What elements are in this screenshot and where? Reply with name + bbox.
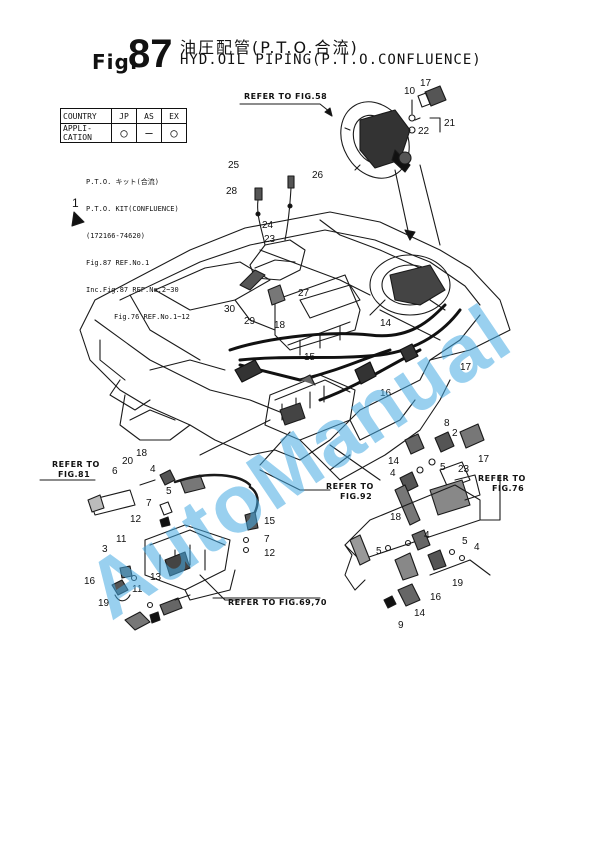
- upper-frame-body: [79, 211, 511, 481]
- application-value-ex: ○: [161, 123, 187, 143]
- figure-number: 87: [128, 32, 173, 76]
- callout: 7: [146, 498, 152, 509]
- callout: 28: [226, 186, 238, 197]
- callout: 22: [418, 126, 430, 137]
- country-col-s: S: [149, 111, 154, 121]
- fitting-17-top: [408, 85, 447, 134]
- title-japanese: 油圧配管(P.T.O.合流): [180, 38, 359, 57]
- callout: 4: [424, 530, 430, 541]
- hose-fitting-mid: [354, 361, 377, 385]
- pto-gearbox: [340, 101, 412, 179]
- callout: 16: [380, 388, 392, 399]
- figure-prefix: Fig.: [92, 50, 139, 74]
- title-english: HYD.OIL PIPING(P.T.O.CONFLUENCE): [180, 52, 482, 68]
- country-col-a: A: [144, 111, 149, 121]
- callout: 4: [390, 468, 396, 479]
- swivel-joint: [369, 254, 451, 341]
- callout: 5: [166, 486, 172, 497]
- callout: 17: [420, 78, 432, 89]
- callout: 16: [84, 576, 96, 587]
- callout: 5: [440, 462, 446, 473]
- callout: 23: [458, 464, 470, 475]
- kit-arrow-icon: [71, 211, 85, 227]
- valve-leader-lines: [199, 419, 381, 481]
- callout: 23: [264, 234, 276, 245]
- callout: 30: [224, 304, 236, 315]
- callout: 16: [430, 592, 442, 603]
- country-col-j: J: [119, 111, 124, 121]
- refer-fig92-label-top: REFER TO: [326, 482, 374, 491]
- application-table: COUNTRY JP AS EX APPLI-CATION ○ — ○: [60, 108, 187, 143]
- refer-fig81-label-top: REFER TO: [52, 460, 100, 469]
- control-valve-exploded: [144, 524, 241, 601]
- callout: 19: [452, 578, 464, 589]
- callout: 15: [264, 516, 276, 527]
- refer-fig58-label: REFER TO FIG.58: [244, 92, 328, 101]
- callout: 18: [390, 512, 402, 523]
- callout: 26: [312, 170, 324, 181]
- callout: 4: [150, 464, 156, 475]
- control-valve-installed: [264, 374, 356, 441]
- callout: 4: [474, 542, 480, 553]
- callout: 3: [102, 544, 108, 555]
- callout: 14: [380, 318, 392, 329]
- country-col-x: X: [174, 111, 179, 121]
- application-label: APPLI-CATION: [60, 123, 112, 143]
- callout: 9: [398, 620, 404, 631]
- country-col-e: E: [169, 111, 174, 121]
- kit-ref-number: 1: [72, 196, 79, 210]
- refer-fig76-label-top: REFER TO: [478, 474, 526, 483]
- callout: 19: [98, 598, 110, 609]
- refer-fig58-leader: [239, 103, 331, 113]
- callout: 7: [264, 534, 270, 545]
- callout: 25: [228, 160, 240, 171]
- lower-right-fittings: [344, 423, 501, 609]
- lower-left-hoses: [89, 469, 259, 554]
- kit-note-line: (172166-74620): [86, 232, 146, 240]
- callout: 17: [478, 454, 490, 465]
- hose-fitting-right: [399, 343, 419, 363]
- callout: 11: [132, 584, 143, 595]
- callout: 14: [388, 456, 400, 467]
- refer-fig81-label-bottom: FIG.81: [58, 470, 91, 479]
- callout: 8: [444, 418, 450, 429]
- kit-note-line: P.T.O. KIT(CONFLUENCE): [86, 205, 179, 213]
- callout: 20: [122, 456, 134, 467]
- callout: 12: [130, 514, 142, 525]
- country-col-p: P: [124, 111, 129, 121]
- gearbox-leader: [394, 164, 441, 246]
- callout: 10: [404, 86, 416, 97]
- application-value-jp: ○: [111, 123, 137, 143]
- callout: 27: [298, 288, 310, 299]
- callout: 5: [462, 536, 468, 547]
- callout: 14: [414, 608, 426, 619]
- kit-note-line: Fig.87 REF.No.1: [86, 259, 150, 267]
- callout: 5: [376, 546, 382, 557]
- callout: 24: [262, 220, 274, 231]
- fig81-block: [87, 494, 105, 513]
- callout: 13: [150, 572, 162, 583]
- valve-fittings-left: [111, 565, 191, 631]
- hose-fitting-left: [234, 359, 263, 383]
- callout: 29: [244, 316, 256, 327]
- hose-25-26: [254, 175, 295, 246]
- leader-fig92: [259, 469, 331, 491]
- callout: 17: [460, 362, 472, 373]
- callout: 2: [452, 428, 458, 439]
- pipe-group-upper: [239, 239, 306, 306]
- callout: 21: [444, 118, 456, 129]
- callout: 15: [304, 352, 316, 363]
- callout: 12: [264, 548, 276, 559]
- callout: 6: [112, 466, 118, 477]
- callout: 11: [116, 534, 127, 545]
- refer-fig69-label: REFER TO FIG.69,70: [228, 598, 327, 607]
- callout: 18: [136, 448, 148, 459]
- kit-note-line: Fig.76 REF.No.1~12: [114, 313, 190, 321]
- kit-note-line: P.T.O. キット(合流): [86, 178, 159, 186]
- callout: 18: [274, 320, 286, 331]
- refer-fig76-label-bottom: FIG.76: [492, 484, 525, 493]
- refer-fig92-label-bottom: FIG.92: [340, 492, 373, 501]
